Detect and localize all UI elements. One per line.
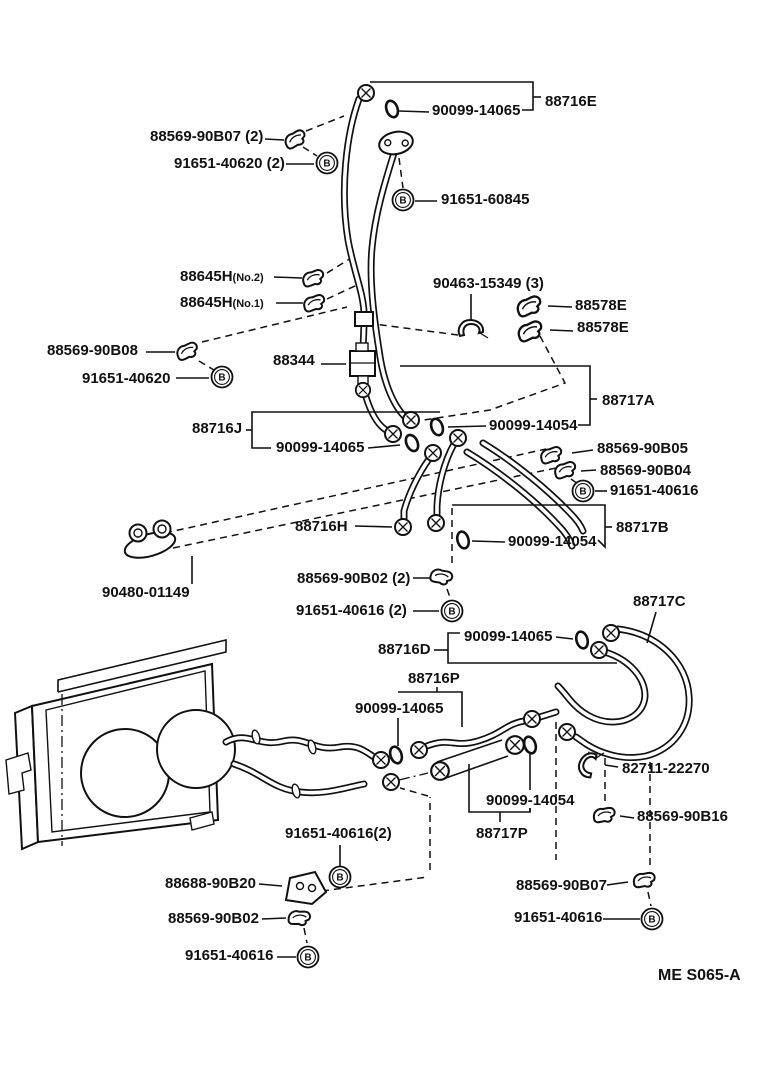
part-label-90099-14054-a: 90099-14054	[489, 417, 578, 434]
part-label-88717A: 88717A	[602, 392, 655, 409]
part-label-91651-60845: 91651-60845	[441, 191, 529, 208]
part-label-88716P: 88716P	[408, 670, 460, 687]
part-labels: 90099-14065 88716E 88569-90B07 (2) 91651…	[47, 93, 741, 984]
part-label-91651-40620: 91651-40620	[82, 370, 170, 387]
part-label-suffix: (No.1)	[233, 298, 265, 310]
pipe-flange	[378, 130, 414, 156]
part-label-90099-14065-d: 90099-14065	[355, 700, 443, 717]
part-label-91651-40616-2a: 91651-40616 (2)	[296, 602, 407, 619]
part-label-88716E: 88716E	[545, 93, 597, 110]
part-label-main: 88645H	[180, 294, 233, 311]
part-label-88578E-b: 88578E	[577, 319, 629, 336]
part-label-main: 88645H	[180, 268, 233, 285]
part-label-88569-90B04: 88569-90B04	[600, 462, 692, 479]
part-label-90099-14054-b: 90099-14054	[508, 533, 597, 550]
valve-88344	[349, 342, 376, 385]
part-label-90099-14065-c: 90099-14065	[464, 628, 552, 645]
part-label-91651-40616-2b: 91651-40616(2)	[285, 825, 392, 842]
part-label-88569-90B02-2: 88569-90B02 (2)	[297, 570, 410, 587]
part-label-88569-90B16: 88569-90B16	[637, 808, 728, 825]
part-label-90099-14065-a: 90099-14065	[432, 102, 520, 119]
part-label-88716H: 88716H	[295, 518, 348, 535]
part-label-88645H-no2: 88645H(No.2)	[180, 268, 264, 285]
part-label-88578E-a: 88578E	[575, 297, 627, 314]
part-label-91651-40616-b: 91651-40616	[185, 947, 273, 964]
drawing-code: ME S065-A	[658, 967, 741, 984]
part-label-88569-90B07: 88569-90B07	[516, 877, 607, 894]
condenser-fan-assembly	[5, 638, 236, 851]
pipe-joint	[354, 311, 374, 327]
condenser-hoses	[226, 729, 374, 799]
tube-88717P	[436, 739, 509, 780]
part-label-90463-15349-3: 90463-15349 (3)	[433, 275, 544, 292]
part-label-88717B: 88717B	[616, 519, 669, 536]
grommet-90480	[123, 519, 177, 559]
discrete-parts	[123, 84, 664, 969]
bracket-88688	[284, 870, 328, 906]
part-label-suffix: (No.2)	[233, 272, 265, 284]
part-label-90480-01149: 90480-01149	[102, 584, 190, 601]
part-label-88717C: 88717C	[633, 593, 686, 610]
part-label-90099-14065-b: 90099-14065	[276, 439, 364, 456]
part-label-91651-40616-a: 91651-40616	[610, 482, 698, 499]
part-label-88717P: 88717P	[476, 825, 528, 842]
part-label-82711-22270: 82711-22270	[622, 760, 710, 777]
part-label-88716J: 88716J	[192, 420, 242, 437]
part-label-88688-90B20: 88688-90B20	[165, 875, 256, 892]
leader-lines	[146, 81, 657, 958]
part-label-88569-90B05: 88569-90B05	[597, 440, 688, 457]
part-label-90099-14054-c: 90099-14054	[486, 792, 575, 809]
part-label-88569-90B07-2: 88569-90B07 (2)	[150, 128, 263, 145]
fan-circle	[156, 709, 236, 789]
part-label-88344: 88344	[273, 352, 315, 369]
fan-circle	[80, 728, 170, 818]
part-label-88569-90B08: 88569-90B08	[47, 342, 138, 359]
part-label-88569-90B02: 88569-90B02	[168, 910, 259, 927]
part-label-91651-40620-2: 91651-40620 (2)	[174, 155, 285, 172]
part-label-88645H-no1: 88645H(No.1)	[180, 294, 264, 311]
part-label-91651-40616-c: 91651-40616	[514, 909, 602, 926]
part-label-88716D: 88716D	[378, 641, 431, 658]
